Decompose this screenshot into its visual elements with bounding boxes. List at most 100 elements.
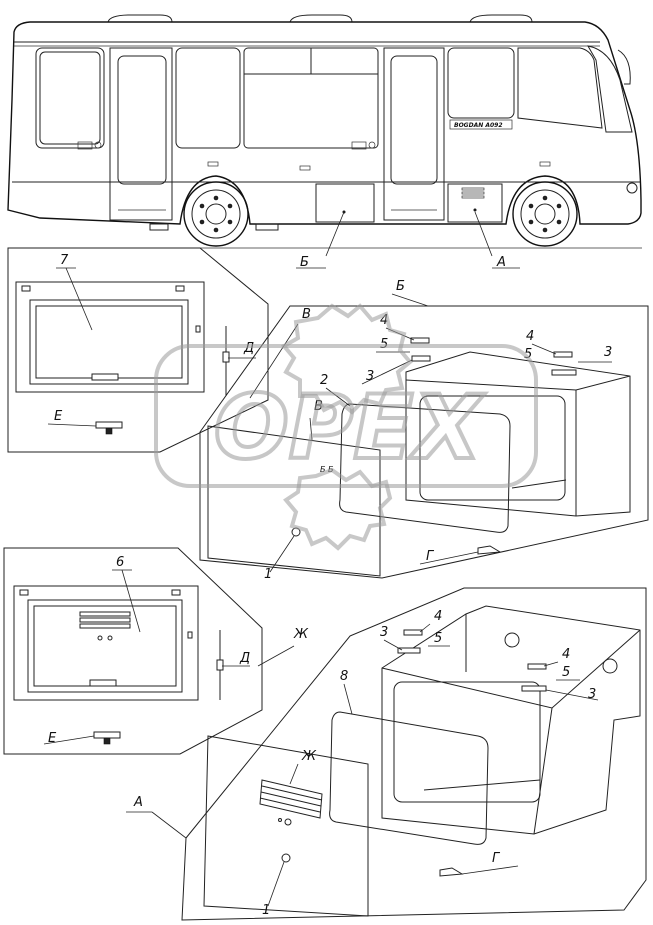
view-v-part-e [95,421,123,429]
watermark-gear-bottom [283,467,393,551]
leader-a-detail [151,811,187,839]
a-door-bolt-1 [284,818,292,826]
leader-b-bus [325,211,345,257]
b-opening [419,395,566,501]
b-door-panel [207,425,381,577]
a-latch-g [439,867,464,877]
leader-1-a [267,861,285,907]
brand-text: BOGDAN А092 [454,122,503,129]
window-1 [35,47,105,149]
a-door-bolt-2 [278,818,282,822]
view-v-lock [91,373,119,381]
label-v-top: В [302,307,311,322]
a-seal [329,711,489,845]
leader-zh-side [257,645,295,667]
label-8: 8 [340,669,348,684]
hatch-a-grille-1 [461,187,485,191]
label-zh-side: Ж [293,627,309,642]
door-1 [109,47,173,221]
a-door-grille [259,779,323,819]
label-5-a-left: 5 [434,631,442,646]
view-v-clip [195,325,201,333]
watermark-text: OPEX [214,376,485,479]
headlamp [626,182,638,194]
rear-wheel-hub [205,203,227,225]
label-g-a: Г [492,851,501,866]
label-d-v: Д [243,341,254,356]
a-hinge-right [527,663,547,670]
view-zh-hinge-1 [19,589,29,596]
view-zh-bolt-2 [107,635,113,641]
door-1-glass [117,55,167,185]
view-v-part-e-stem [105,427,113,435]
bus-body-outline [7,21,642,225]
label-d-zh: Д [239,651,250,666]
label-4-a-left: 4 [434,609,442,624]
a-housing-top [381,629,641,709]
leader-4-a-right [543,661,559,667]
view-zh-rod-mid [216,659,224,671]
window-4 [447,47,515,119]
view-v: 7 Д Е [7,247,269,453]
a-bracket-right [521,685,547,692]
door-2-glass [390,55,438,185]
b-bracket-right [551,369,577,376]
leader-3-a-left [383,639,403,651]
b-bracket-left [411,355,431,362]
detail-a: 4 5 3 4 5 3 8 Ж 1 Г А [126,587,647,921]
a-grille-line-2 [260,791,322,807]
b-door-mark: Б Б [320,465,334,474]
view-zh-grille-2 [79,617,131,623]
a-hole-1 [504,632,520,648]
label-g-b: Г [426,549,435,564]
a-door-lock [281,853,291,863]
label-6: 6 [116,555,124,570]
view-zh-lock [89,679,117,687]
leader-3-b-left [361,359,413,385]
a-grille-line-3 [259,797,321,813]
marker-round-1 [94,141,102,149]
view-v-seal-outer [29,299,189,385]
hatch-a-on-bus [447,183,503,223]
marker-small-2 [299,165,311,171]
leader-b-head [391,293,429,307]
front-wheel-hub [534,203,556,225]
front-wheel-rim [520,189,570,239]
leader-g-a [461,865,519,875]
view-v-panel [15,281,205,393]
label-4-a-right: 4 [562,647,570,662]
a-grille-line-1 [261,785,323,801]
rear-wheel-rim [191,189,241,239]
a-inner-floor [423,779,541,791]
label-4-b-right: 4 [526,329,534,344]
window-5 [517,47,603,129]
label-4-b-left: 4 [380,313,388,328]
door-2 [383,47,445,221]
b-inner-floor [511,479,567,489]
rear-wheel [183,181,249,247]
window-2 [175,47,241,149]
detail-b: Б Б Б 4 5 4 5 3 3 2 1 В [199,279,649,582]
label-b-bus: Б [300,255,309,270]
a-opening [393,681,541,803]
label-3-b-right: 3 [604,345,612,360]
view-zh-panel [13,585,199,701]
roof-hatch-2 [289,14,353,23]
detail-b-frame [199,305,649,579]
label-a-detail: А [133,795,143,810]
view-zh: 6 Д Е Ж [3,547,309,755]
leader-a-bus [474,211,493,257]
leader-zh-a [289,763,299,785]
leader-v-top [249,323,299,399]
leader-8 [343,683,353,715]
b-latch-g [477,545,502,555]
label-7: 7 [60,253,69,268]
watermark-gear-top [280,303,413,415]
view-zh-grille-3 [79,623,131,629]
bus-side-view: BOGDAN А092 [7,14,642,270]
brand-plate [449,119,513,130]
leader-1-b [269,535,295,573]
view-v-rod-mid [222,351,230,363]
view-zh-frame [3,547,263,755]
